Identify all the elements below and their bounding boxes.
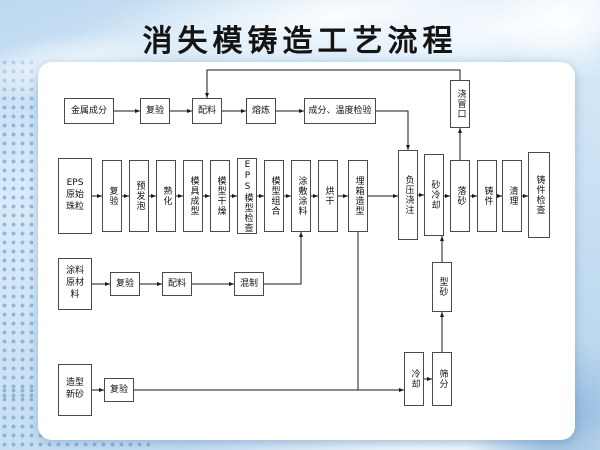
flow-node-luosha: 落砂 xyxy=(450,160,470,232)
flow-node-yufapao: 预发泡 xyxy=(129,160,149,232)
flow-node-jmk: 浇冒口 xyxy=(450,80,470,128)
flow-node-mxgz: 模型干燥 xyxy=(210,160,230,232)
flow-node-shuhua: 熟化 xyxy=(156,160,176,232)
flow-node-honggan: 烘干 xyxy=(318,160,338,232)
flow-node-mxzx: 埋箱造型 xyxy=(348,160,368,232)
flow-node-eps: EPS 原始 珠粒 xyxy=(58,158,92,234)
flow-node-shaifen: 筛分 xyxy=(432,352,452,406)
flow-node-rongli: 熔炼 xyxy=(246,98,276,124)
flow-node-xingsha: 型砂 xyxy=(432,262,452,312)
slide-title: 消失模铸造工艺流程 xyxy=(142,24,458,59)
flow-node-peiliao1: 配料 xyxy=(192,98,222,124)
flow-node-lengque: 冷却 xyxy=(404,352,424,406)
flow-node-mxzh: 模型组合 xyxy=(264,160,284,232)
flow-node-fuya: 负压浇注 xyxy=(398,150,418,240)
flow-node-peiliao2: 配料 xyxy=(162,272,192,296)
flow-node-zhujian: 铸件 xyxy=(477,160,497,232)
flow-node-qingli: 清理 xyxy=(502,160,522,232)
flow-node-xinsha: 造型 新砂 xyxy=(58,364,92,416)
flow-node-mujucx: 模具成型 xyxy=(183,160,203,232)
flow-node-fuyan2: 复验 xyxy=(102,160,122,232)
flow-node-fuyan1: 复验 xyxy=(140,98,170,124)
flow-node-fuyan4: 复验 xyxy=(104,378,134,402)
flow-node-chengfen: 成分、温度检验 xyxy=(304,98,376,124)
flow-node-tftl: 涂敷涂料 xyxy=(291,160,311,232)
flow-node-jinshu: 金属成分 xyxy=(64,98,114,124)
flow-node-epsjc: EPS模型检查 xyxy=(237,158,257,234)
flow-node-shaleng: 砂冷却 xyxy=(424,154,444,236)
flow-node-tuliao: 涂料 原材 料 xyxy=(58,258,92,310)
flow-node-zjjc: 铸件检查 xyxy=(528,152,550,238)
flow-node-hunzhi: 混制 xyxy=(234,272,264,296)
flow-node-fuyan3: 复验 xyxy=(110,272,140,296)
